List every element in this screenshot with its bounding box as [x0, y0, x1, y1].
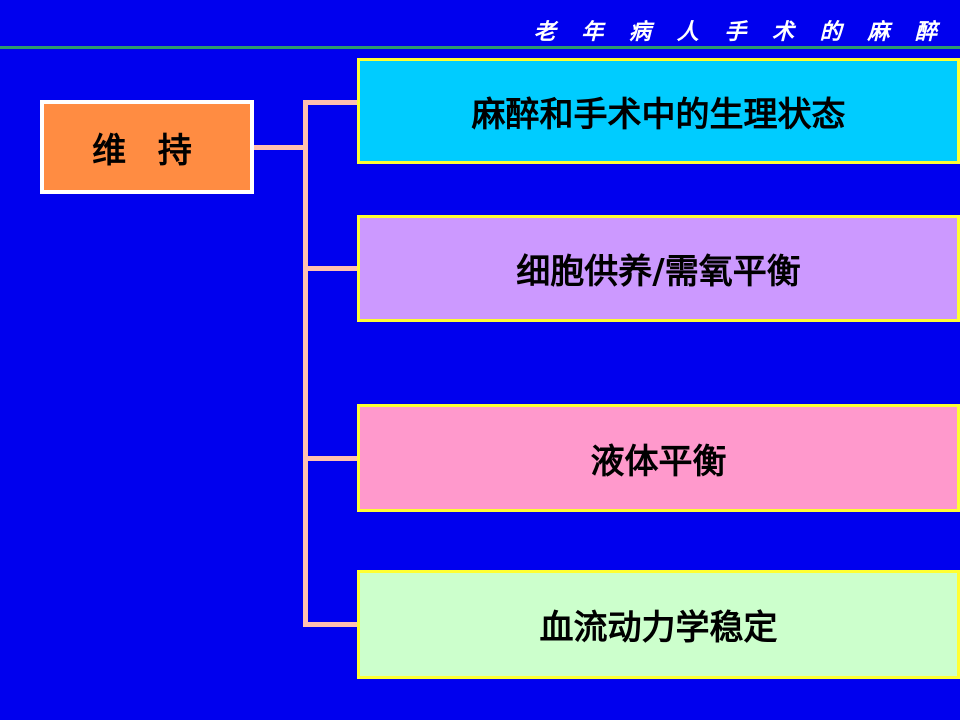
connector-branch-3 [303, 456, 357, 461]
connector-branch-4 [303, 622, 357, 627]
branch-node-hemodynamic-stability: 血流动力学稳定 [357, 570, 960, 679]
branch-node-physiology: 麻醉和手术中的生理状态 [357, 58, 960, 164]
branch-node-oxygen-balance: 细胞供养/需氧平衡 [357, 215, 960, 322]
connector-branch-1 [303, 100, 357, 105]
connector-branch-2 [303, 266, 357, 271]
connector-root-to-trunk [254, 145, 306, 150]
root-node-maintain: 维 持 [40, 100, 254, 194]
branch-node-fluid-balance: 液体平衡 [357, 404, 960, 512]
slide-header-title: 老 年 病 人 手 术 的 麻 醉 [533, 20, 946, 45]
connector-trunk [303, 100, 308, 627]
header-divider [0, 46, 960, 49]
